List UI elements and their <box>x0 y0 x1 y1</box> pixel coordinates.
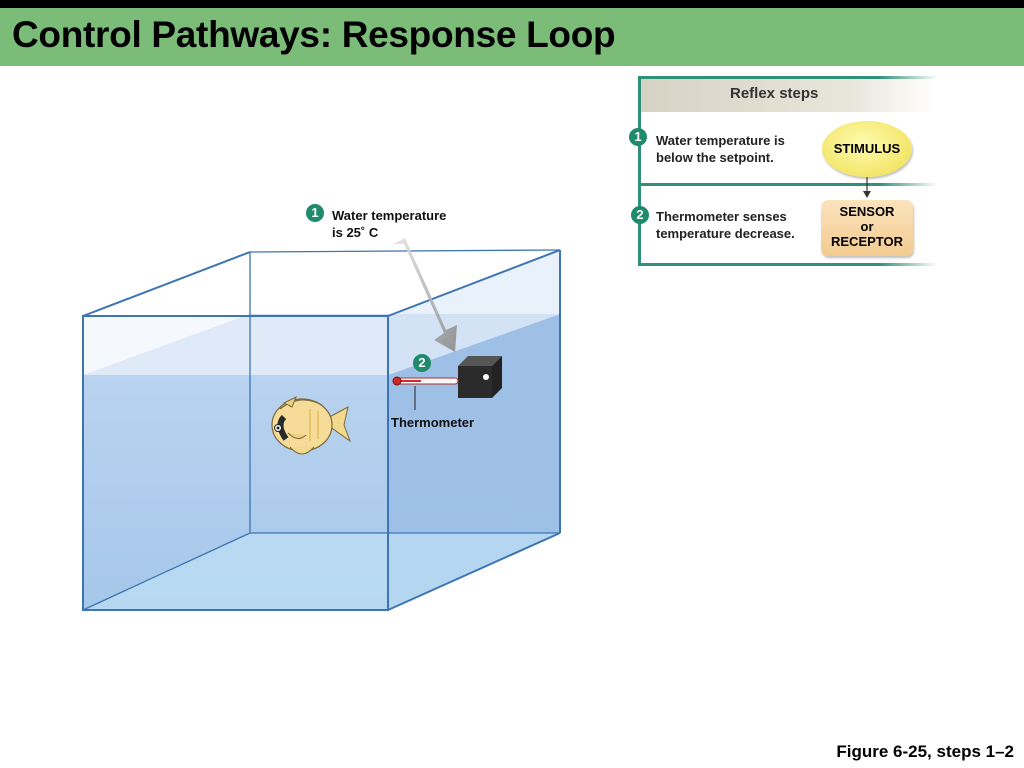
reflex-panel-title: Reflex steps <box>730 85 819 102</box>
reflex-step2-text: Thermometer senses temperature decrease. <box>656 209 795 241</box>
panel-middle-rule <box>638 183 938 186</box>
panel-top-rule <box>638 76 938 79</box>
panel-left-rule <box>638 76 641 266</box>
reflex-step1-badge: 1 <box>629 128 647 146</box>
panel-bottom-rule <box>638 263 938 266</box>
thermometer-label: Thermometer <box>391 415 475 430</box>
figure-caption: Figure 6-25, steps 1–2 <box>836 742 1014 761</box>
fish <box>271 395 352 455</box>
sensor-receptor-box: SENSOR or RECEPTOR <box>821 200 913 256</box>
reflex-panel-header <box>640 78 936 112</box>
title-bar <box>0 8 1024 66</box>
thermometer-device <box>392 356 502 410</box>
tank-floor <box>83 533 560 610</box>
reflex-step1-text: Water temperature is below the setpoint. <box>656 133 785 165</box>
step1-badge: 1 <box>306 204 324 222</box>
top-border <box>0 0 1024 8</box>
reflex-step2-badge: 2 <box>631 206 649 224</box>
step1-water-label: Water temperature is 25˚ C <box>332 208 447 240</box>
stimulus-box: STIMULUS <box>822 121 912 177</box>
page-title: Control Pathways: Response Loop <box>12 14 616 55</box>
stimulus-to-sensor-arrow <box>863 177 871 198</box>
pointer-arrow <box>393 238 457 352</box>
step2-badge: 2 <box>413 354 431 372</box>
